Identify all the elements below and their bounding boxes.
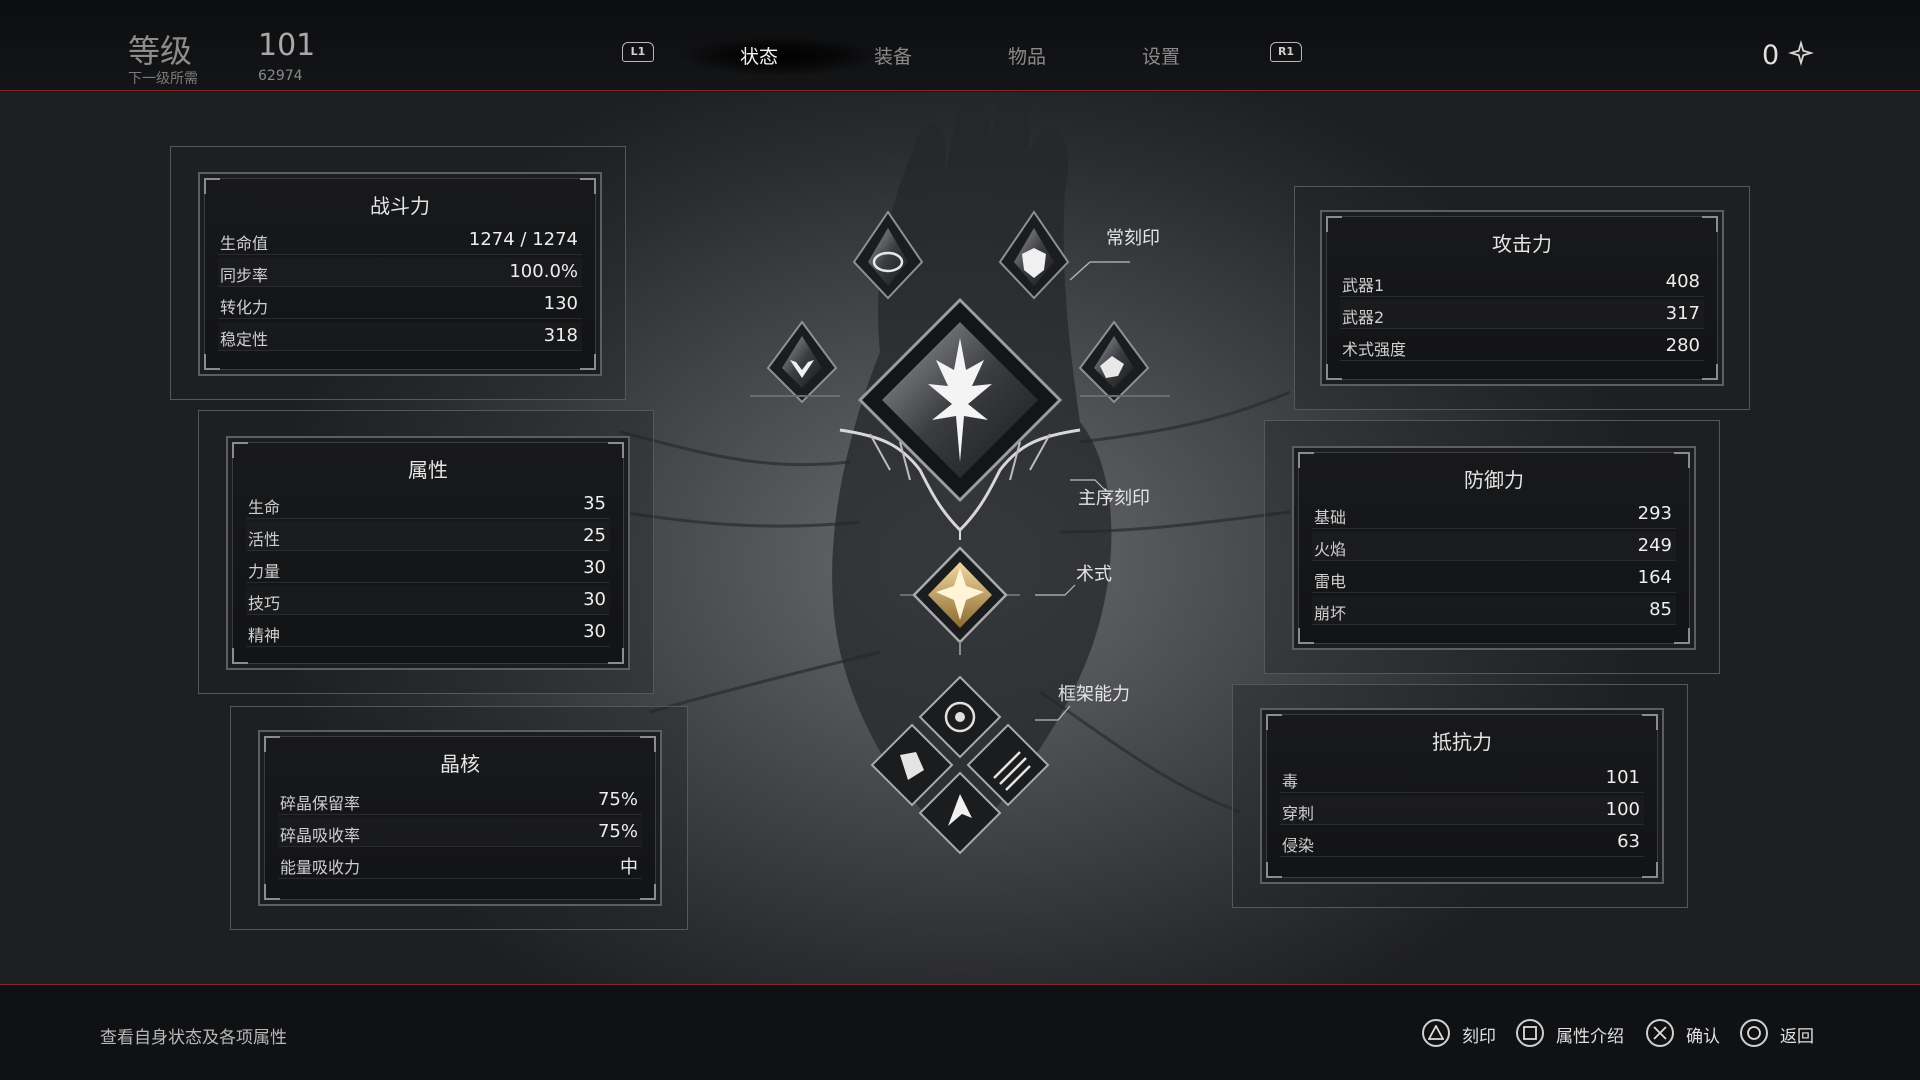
- active-tab-highlight: [680, 34, 880, 78]
- next-level-label: 下一级所需: [128, 71, 198, 87]
- main-sigil-label: 主序刻印: [1078, 488, 1150, 509]
- panel-title: 抵抗力: [1432, 730, 1492, 754]
- r1-bumper-icon[interactable]: R1: [1270, 42, 1302, 62]
- regular-sigil-label: 常刻印: [1106, 228, 1160, 249]
- currency-amount: 0: [1762, 40, 1780, 71]
- stat-row: 能量吸收力中: [278, 850, 642, 879]
- main-sigil-slot[interactable]: [750, 297, 1170, 540]
- l1-bumper-icon[interactable]: L1: [622, 42, 654, 62]
- regular-sigil-slot-2[interactable]: [998, 210, 1070, 300]
- level-label: 等级: [128, 32, 193, 70]
- hint-text: 查看自身状态及各项属性: [100, 1028, 287, 1048]
- sigil-emblem: [750, 210, 1170, 855]
- panel-title: 战斗力: [370, 194, 430, 218]
- bottom-bar: 查看自身状态及各项属性 刻印 属性介绍 确认 返回: [0, 984, 1920, 1080]
- cross-button-icon: [1646, 1019, 1674, 1047]
- panel-title: 防御力: [1464, 468, 1524, 492]
- tab-equipment[interactable]: 装备: [874, 46, 913, 68]
- currency-crystal-icon: [1788, 40, 1814, 66]
- tab-settings[interactable]: 设置: [1142, 46, 1181, 68]
- tab-bar: L1 状态 装备 物品 设置 R1: [600, 30, 1320, 82]
- square-button-icon: [1516, 1019, 1544, 1047]
- panel-title: 攻击力: [1492, 232, 1552, 256]
- spell-label: 术式: [1076, 564, 1112, 585]
- spell-slot[interactable]: [900, 546, 1020, 655]
- regular-sigil-slot-4[interactable]: [1078, 320, 1150, 404]
- tab-items[interactable]: 物品: [1008, 46, 1047, 68]
- next-level-value: 62974: [258, 68, 303, 84]
- tab-status[interactable]: 状态: [740, 46, 779, 68]
- level-value: 101: [258, 28, 316, 63]
- frame-ability-label: 框架能力: [1058, 684, 1130, 705]
- circle-button-icon: [1740, 1019, 1768, 1047]
- triangle-button-icon: [1422, 1019, 1450, 1047]
- regular-sigil-slot-3[interactable]: [766, 320, 838, 404]
- panel-title: 属性: [408, 458, 448, 482]
- frame-ability-slots[interactable]: [870, 675, 1050, 855]
- regular-sigil-slot-1[interactable]: [852, 210, 924, 300]
- top-bar: 等级 下一级所需 101 62974 L1 状态 装备 物品 设置 R1 0: [0, 0, 1920, 91]
- panel-title: 晶核: [440, 752, 480, 776]
